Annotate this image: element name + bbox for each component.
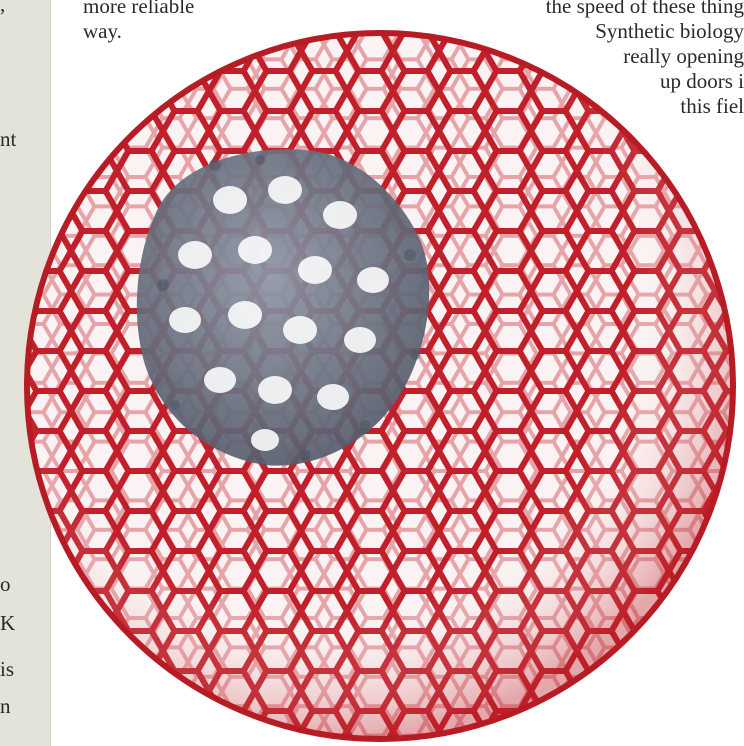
sidebar-fragment: o xyxy=(0,572,11,596)
sidebar-fragment: nt xyxy=(0,127,16,151)
sidebar-fragment: K xyxy=(0,611,15,635)
article-line: the speed of these thing xyxy=(484,0,744,19)
sidebar-fragment: is xyxy=(0,657,14,681)
sidebar-fragment: , xyxy=(0,0,5,16)
nanocage-figure xyxy=(15,25,744,746)
sidebar-fragment: n xyxy=(0,694,11,718)
